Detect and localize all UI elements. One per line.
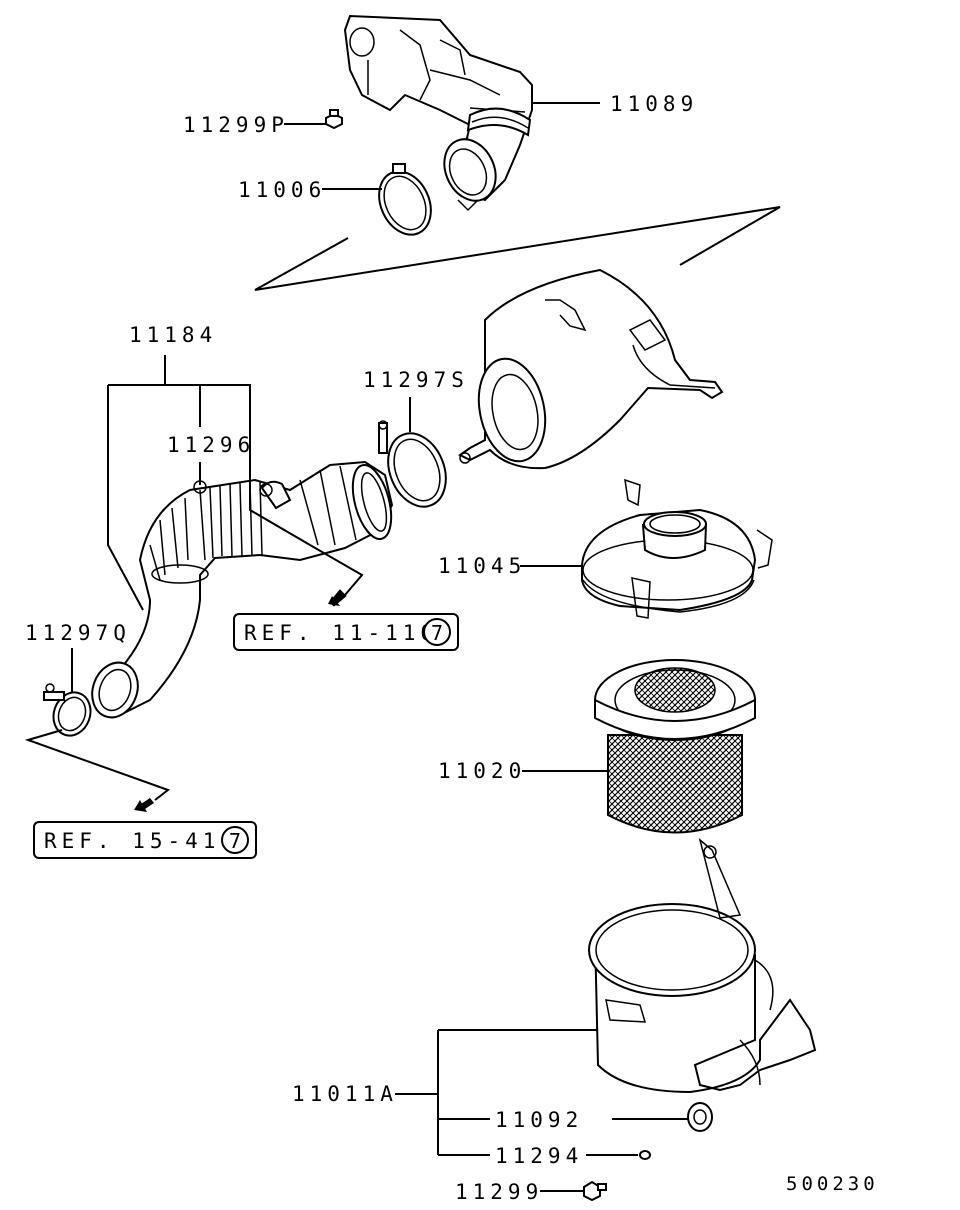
label-11092: 11092	[495, 1108, 583, 1132]
bolt-11299	[583, 1180, 607, 1202]
label-11296: 11296	[167, 433, 255, 457]
label-11297S: 11297S	[363, 368, 469, 392]
ref-circle-number: 7	[431, 621, 443, 645]
air-filter-element-11020	[594, 659, 756, 834]
ref-arrow-2	[134, 798, 154, 812]
label-11011A: 11011A	[292, 1082, 398, 1106]
ref-text-11-110: REF. 11-110	[244, 621, 438, 645]
intake-duct-11089	[343, 14, 533, 212]
label-11020: 11020	[438, 759, 526, 783]
label-11299P: 11299P	[183, 113, 289, 137]
ref-arrow-1	[328, 589, 347, 607]
label-11006: 11006	[238, 178, 326, 202]
ref-box-15-410[interactable]: REF. 15-410 7	[33, 821, 257, 859]
bolt-11299P	[325, 109, 343, 130]
hose-clamp-11297Q	[43, 683, 92, 737]
intake-hose-11184	[91, 460, 394, 719]
air-cleaner-cover-11045	[581, 478, 773, 619]
diagram-code: 500230	[786, 1173, 879, 1195]
label-11294: 11294	[495, 1144, 583, 1168]
ref-box-11-110[interactable]: REF. 11-110 7	[233, 613, 459, 651]
grommet-11092	[687, 1102, 713, 1132]
air-cleaner-upper-body	[458, 268, 724, 470]
label-11297Q: 11297Q	[25, 621, 131, 645]
label-11089: 11089	[610, 92, 698, 116]
label-11184: 11184	[129, 323, 217, 347]
ref-text-15-410: REF. 15-410	[44, 829, 238, 853]
hose-clamp-11006	[378, 163, 432, 236]
air-cleaner-case-11011A	[588, 837, 817, 1094]
label-11045: 11045	[438, 554, 526, 578]
clip-11294	[639, 1150, 651, 1160]
ref-circle-number: 7	[229, 829, 241, 853]
hose-clamp-11297S	[378, 420, 447, 508]
label-11299: 11299	[455, 1180, 543, 1204]
